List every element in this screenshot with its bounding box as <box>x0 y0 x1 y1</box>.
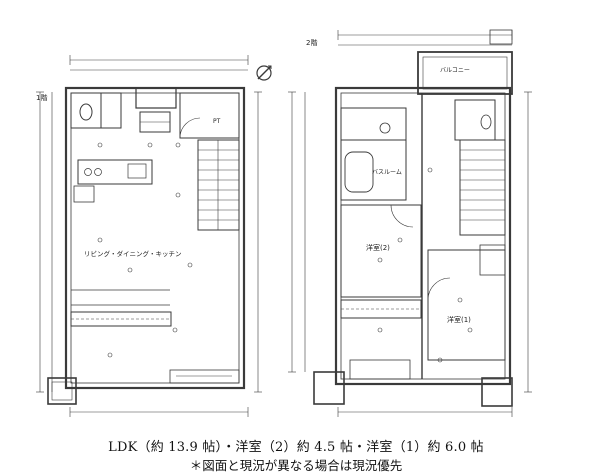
room-label-western1: 洋室(1) <box>447 315 471 324</box>
floor-label-2: 2階 <box>306 38 317 47</box>
room-label-balcony: バルコニー <box>440 67 470 74</box>
room-label-pt: PT <box>213 118 221 125</box>
room-label-ldk: リビング・ダイニング・キッチン <box>84 249 182 258</box>
north-arrow-icon <box>256 65 272 81</box>
room-size-caption: LDK（約 13.9 帖）・洋室（2）約 4.5 帖・洋室（1）約 6.0 帖 <box>108 440 484 455</box>
left-floor <box>36 55 272 417</box>
disclaimer-note: ＊図面と現況が異なる場合は現況優先 <box>189 458 403 473</box>
room-label-bath: バスルーム <box>372 169 402 176</box>
right-floor <box>288 29 532 417</box>
floor-label-1: 1階 <box>36 93 47 102</box>
sink-icon <box>127 163 147 179</box>
bathtub-icon <box>344 151 374 193</box>
room-label-western2: 洋室(2) <box>366 243 390 252</box>
toilet-icon <box>79 103 93 121</box>
